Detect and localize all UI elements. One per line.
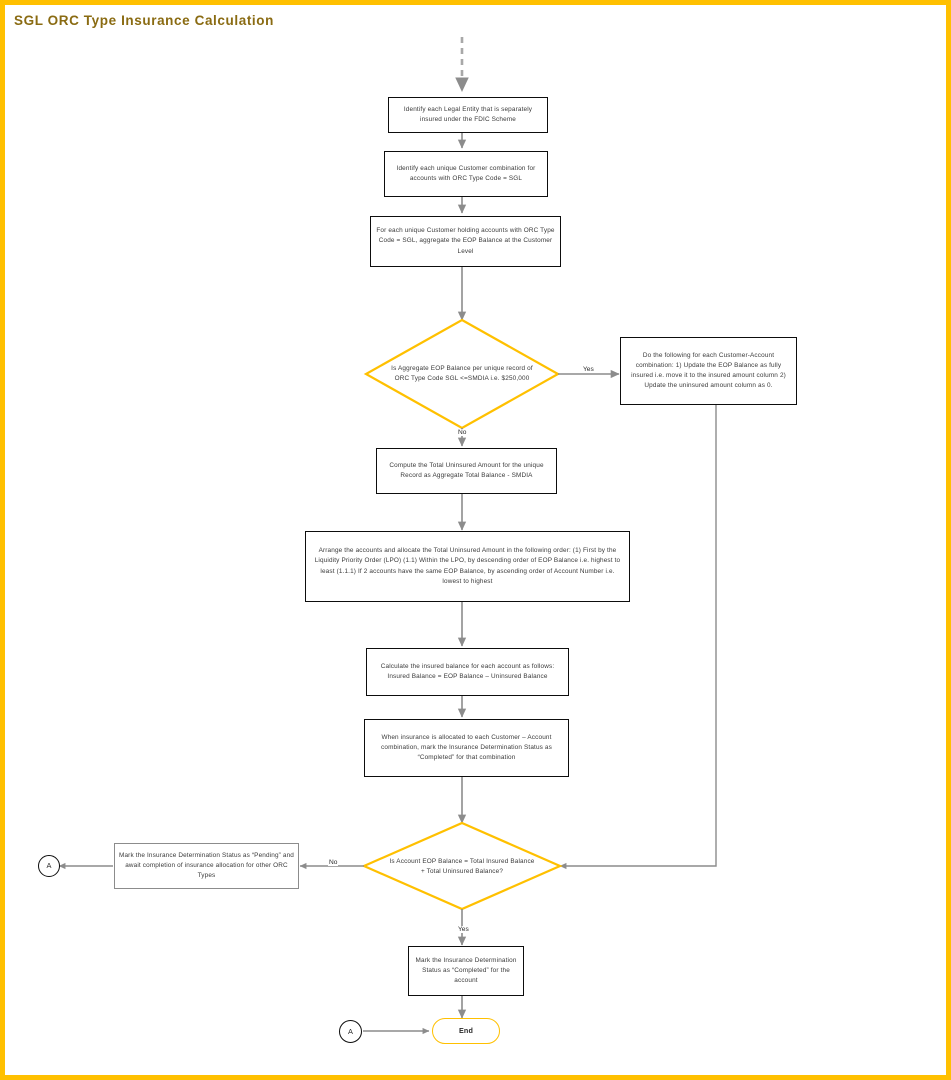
node-identify-unique-customer[interactable]: Identify each unique Customer combinatio… (384, 151, 548, 197)
node-mark-completed-combination[interactable]: When insurance is allocated to each Cust… (364, 719, 569, 777)
node-text: Mark the Insurance Determination Status … (415, 956, 517, 985)
node-arrange-and-allocate[interactable]: Arrange the accounts and allocate the To… (305, 531, 630, 602)
node-text: Is Account EOP Balance = Total Insured B… (389, 857, 535, 875)
node-text: Identify each unique Customer combinatio… (396, 164, 536, 182)
node-text: End (458, 1026, 474, 1036)
node-text: Is Aggregate EOP Balance per unique reco… (391, 364, 533, 382)
node-mark-pending[interactable]: Mark the Insurance Determination Status … (114, 843, 299, 889)
edge-label-d1-yes: Yes (582, 366, 595, 373)
decision-aggregate-vs-smdia[interactable]: Is Aggregate EOP Balance per unique reco… (386, 353, 538, 395)
node-compute-total-uninsured[interactable]: Compute the Total Uninsured Amount for t… (376, 448, 557, 494)
node-text: Calculate the insured balance for each a… (380, 662, 555, 680)
connector-a-top[interactable]: A (38, 855, 60, 877)
connector-label: A (347, 1026, 354, 1036)
node-text: Identify each Legal Entity that is separ… (403, 105, 533, 123)
node-mark-completed-account[interactable]: Mark the Insurance Determination Status … (408, 946, 524, 996)
node-text: Mark the Insurance Determination Status … (119, 851, 294, 880)
node-text: Compute the Total Uninsured Amount for t… (389, 461, 544, 479)
node-calculate-insured-balance[interactable]: Calculate the insured balance for each a… (366, 648, 569, 696)
page-title: SGL ORC Type Insurance Calculation (14, 13, 274, 28)
edge-label-d1-no: No (457, 429, 468, 436)
node-end-terminator[interactable]: End (432, 1018, 500, 1044)
node-text: When insurance is allocated to each Cust… (381, 733, 552, 762)
edge-label-d2-yes: Yes (457, 926, 470, 933)
edge-label-d2-no: No (328, 859, 339, 866)
node-text: Arrange the accounts and allocate the To… (314, 547, 621, 585)
connector-a-bottom[interactable]: A (339, 1020, 362, 1043)
node-text: For each unique Customer holding account… (376, 227, 555, 255)
node-aggregate-eop-balance[interactable]: For each unique Customer holding account… (370, 216, 561, 267)
edge-n4-d2 (559, 405, 717, 870)
connector-label: A (46, 861, 52, 871)
decision-balance-check[interactable]: Is Account EOP Balance = Total Insured B… (383, 853, 541, 881)
node-fully-insured-update[interactable]: Do the following for each Customer-Accou… (620, 337, 797, 405)
node-identify-legal-entity[interactable]: Identify each Legal Entity that is separ… (388, 97, 548, 133)
flowchart-canvas (58, 37, 717, 1035)
node-text: Do the following for each Customer-Accou… (631, 351, 786, 390)
